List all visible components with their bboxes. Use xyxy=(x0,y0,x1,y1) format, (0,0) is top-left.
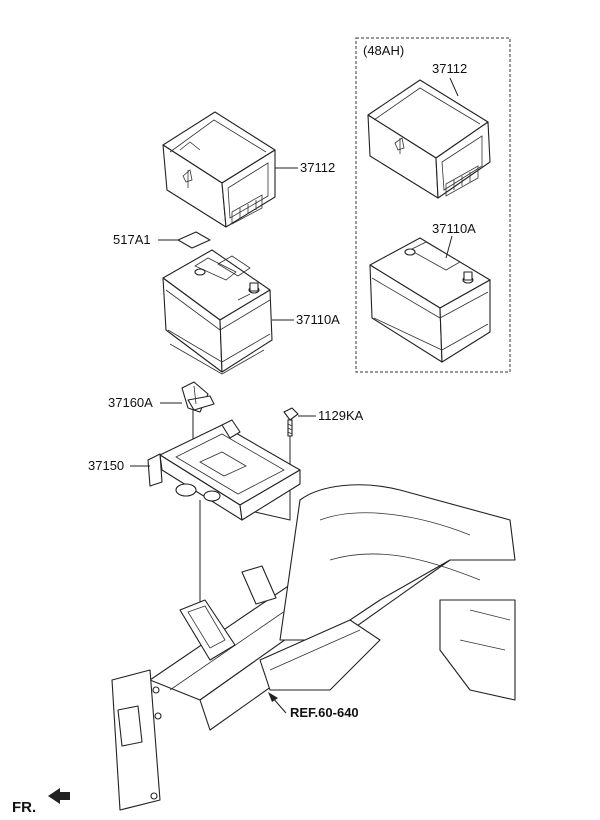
callout-1129KA: 1129KA xyxy=(318,408,364,423)
option-box-title: (48AH) xyxy=(363,43,405,58)
battery-clamp xyxy=(181,381,215,413)
label-sticker xyxy=(177,231,211,249)
battery-tray xyxy=(147,419,301,521)
battery-cover-option xyxy=(367,79,491,199)
reference-label: REF.60-640 xyxy=(290,705,359,720)
callout-37112-option: 37112 xyxy=(432,61,468,76)
vehicle-body-structure xyxy=(111,484,516,811)
callout-37112-main: 37112 xyxy=(300,160,336,175)
callout-37150: 37150 xyxy=(88,458,125,473)
battery-main xyxy=(162,249,273,375)
callout-37110A-main: 37110A xyxy=(296,312,340,327)
battery-cover-main xyxy=(162,111,276,228)
bolt xyxy=(283,407,299,437)
front-direction-arrow-icon xyxy=(48,788,70,804)
reference-arrow-icon xyxy=(268,692,287,714)
callout-517A1: 517A1 xyxy=(113,232,151,247)
leader-battery-option xyxy=(445,235,453,259)
callout-37160A: 37160A xyxy=(108,395,153,410)
option-frame xyxy=(355,37,511,373)
battery-option xyxy=(369,237,491,363)
callout-37110A-option: 37110A xyxy=(432,221,476,236)
leader-cover-option xyxy=(449,77,459,97)
front-direction-label: FR. xyxy=(12,799,37,816)
